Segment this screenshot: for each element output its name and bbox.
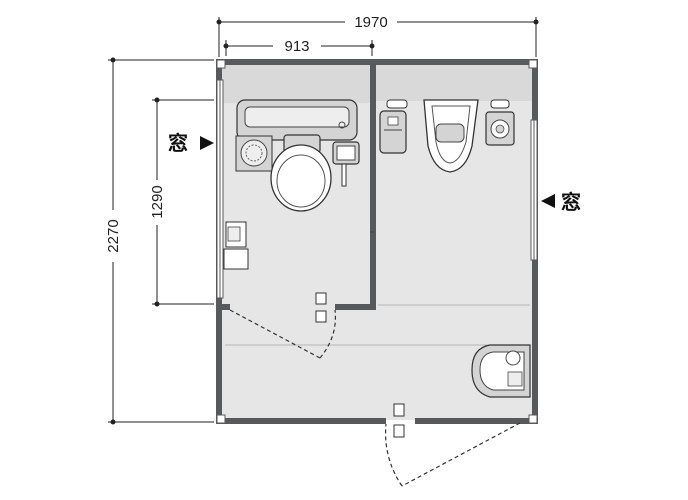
window-right	[530, 119, 538, 261]
window-left	[216, 79, 224, 299]
sensor-box	[485, 111, 515, 146]
drain-grate	[235, 135, 273, 172]
partition-walls	[220, 63, 376, 310]
window-right-arrow-icon	[541, 194, 555, 208]
window-right-label: 窓	[561, 190, 581, 214]
bidet-control	[332, 141, 360, 187]
entrance-door	[385, 403, 521, 487]
urinal	[423, 99, 479, 173]
dimension-total-depth-label: 2270	[105, 219, 122, 252]
paper-holder	[223, 221, 249, 270]
window-left-arrow-icon	[200, 136, 214, 150]
dimension-total-width	[216, 17, 539, 57]
dimension-total-depth	[108, 57, 214, 425]
dimension-window-height-label: 1290	[149, 185, 166, 218]
wall-cabinet	[379, 110, 407, 154]
hand-sink	[471, 344, 531, 398]
dimension-total-width-label: 1970	[354, 14, 387, 31]
dimension-left-width-label: 913	[284, 38, 309, 55]
window-left-label: 窓	[168, 131, 188, 155]
floor-lines	[225, 304, 530, 346]
toilet-bowl	[270, 134, 332, 212]
dimension-window-height	[152, 97, 214, 307]
inner-door	[229, 292, 337, 359]
flush-pipe	[386, 99, 510, 109]
tank-counter	[236, 99, 358, 141]
dimension-left-width	[223, 40, 375, 56]
corner-posts	[216, 59, 538, 424]
